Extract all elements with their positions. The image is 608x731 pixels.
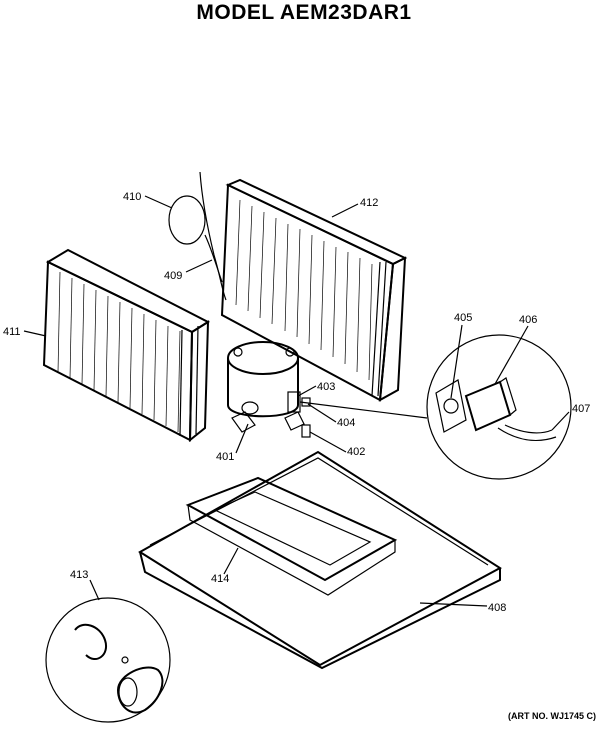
part-label-411: 411 bbox=[3, 326, 21, 338]
electrical-detail bbox=[299, 334, 572, 480]
part-label-404: 404 bbox=[337, 417, 355, 429]
part-label-401: 401 bbox=[216, 451, 234, 463]
compressor bbox=[227, 341, 305, 433]
leader-lines bbox=[23, 195, 570, 607]
mounting-bracket bbox=[185, 476, 398, 596]
part-label-406: 406 bbox=[519, 314, 537, 326]
part-label-403: 403 bbox=[317, 381, 335, 393]
base-pan bbox=[138, 450, 502, 670]
art-number: (ART NO. WJ1745 C) bbox=[507, 711, 596, 721]
condenser-coil bbox=[220, 178, 408, 402]
part-label-409: 409 bbox=[164, 270, 182, 282]
part-labels: 401 402 403 404 405 406 407 408 409 410 … bbox=[3, 191, 590, 614]
part-label-410: 410 bbox=[123, 191, 141, 203]
part-label-414: 414 bbox=[211, 573, 229, 585]
part-label-407: 407 bbox=[572, 403, 590, 415]
part-label-413: 413 bbox=[70, 569, 88, 581]
fastener-detail bbox=[45, 597, 171, 723]
part-label-408: 408 bbox=[488, 602, 506, 614]
part-label-402: 402 bbox=[347, 446, 365, 458]
part-label-412: 412 bbox=[360, 197, 378, 209]
diagram-title: MODEL AEM23DAR1 bbox=[196, 1, 412, 24]
capillary-assembly bbox=[168, 171, 227, 301]
evaporator-coil bbox=[42, 248, 211, 443]
part-label-405: 405 bbox=[454, 312, 472, 324]
